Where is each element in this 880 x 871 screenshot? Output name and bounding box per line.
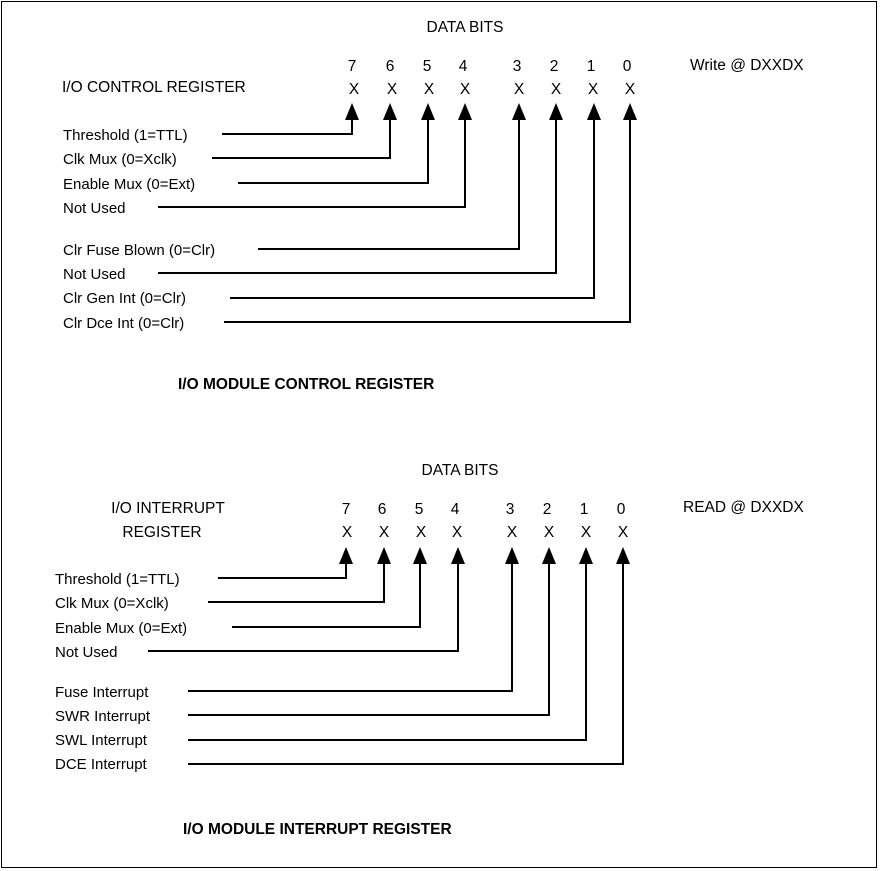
bit-number-6: 6 — [378, 501, 387, 518]
bit-number-0: 0 — [617, 501, 626, 518]
field-label-bit-2: Not Used — [63, 266, 126, 283]
leader-line-bit-0 — [188, 564, 624, 765]
access-label: Write @ DXXDX — [690, 57, 804, 74]
leader-line-bit-2 — [188, 564, 550, 716]
arrowhead-bit-4 — [458, 103, 472, 120]
field-label-bit-1: SWL Interrupt — [55, 732, 148, 749]
register-name-line-2: REGISTER — [122, 524, 201, 541]
leader-line-bit-1 — [230, 120, 595, 299]
register-name: I/O CONTROL REGISTER — [62, 79, 246, 96]
field-label-bit-4: Not Used — [63, 200, 126, 217]
arrowhead-bit-7 — [339, 547, 353, 564]
bit-number-1: 1 — [587, 58, 596, 75]
arrowhead-bit-0 — [616, 547, 630, 564]
field-label-bit-5: Enable Mux (0=Ext) — [55, 620, 187, 637]
bit-value-0: X — [625, 81, 636, 98]
arrowhead-bit-4 — [451, 547, 465, 564]
arrowhead-bit-2 — [542, 547, 556, 564]
bit-value-3: X — [507, 524, 518, 541]
field-label-bit-3: Fuse Interrupt — [55, 684, 149, 701]
bit-value-7: X — [342, 524, 353, 541]
bit-value-4: X — [452, 524, 463, 541]
leader-line-bit-6 — [208, 564, 385, 603]
leader-line-bit-0 — [224, 120, 631, 323]
data-bits-title: DATA BITS — [422, 462, 499, 479]
bit-number-5: 5 — [423, 58, 432, 75]
bit-value-1: X — [588, 81, 599, 98]
bit-number-0: 0 — [623, 58, 632, 75]
field-label-bit-0: DCE Interrupt — [55, 756, 148, 773]
bit-number-4: 4 — [459, 58, 468, 75]
bit-value-5: X — [416, 524, 427, 541]
bit-number-2: 2 — [543, 501, 552, 518]
access-label: READ @ DXXDX — [683, 499, 804, 516]
arrowhead-bit-6 — [383, 103, 397, 120]
leader-line-bit-4 — [148, 564, 459, 652]
field-label-bit-3: Clr Fuse Blown (0=Clr) — [63, 242, 215, 259]
field-label-bit-6: Clk Mux (0=Xclk) — [55, 595, 169, 612]
bit-value-5: X — [424, 81, 435, 98]
arrowhead-bit-3 — [512, 103, 526, 120]
control-register-diagram: DATA BITS I/O CONTROL REGISTER Write @ D… — [62, 19, 804, 393]
arrowhead-bit-6 — [377, 547, 391, 564]
arrowhead-bit-1 — [579, 547, 593, 564]
bit-number-5: 5 — [415, 501, 424, 518]
leader-line-bit-3 — [188, 564, 513, 692]
bit-value-4: X — [460, 81, 471, 98]
leader-line-bit-5 — [238, 120, 429, 184]
bit-number-1: 1 — [580, 501, 589, 518]
leader-line-bit-7 — [222, 120, 353, 135]
field-label-bit-0: Clr Dce Int (0=Clr) — [63, 315, 184, 332]
field-label-bit-7: Threshold (1=TTL) — [63, 127, 188, 144]
arrowhead-bit-3 — [505, 547, 519, 564]
arrowhead-bit-7 — [345, 103, 359, 120]
leader-line-bit-7 — [218, 564, 347, 579]
bit-number-7: 7 — [342, 501, 351, 518]
arrowhead-bit-0 — [623, 103, 637, 120]
bit-number-7: 7 — [348, 58, 357, 75]
leader-line-bit-2 — [158, 120, 557, 274]
field-label-bit-2: SWR Interrupt — [55, 708, 151, 725]
arrowhead-bit-5 — [421, 103, 435, 120]
leader-line-bit-4 — [158, 120, 466, 208]
field-label-bit-5: Enable Mux (0=Ext) — [63, 176, 195, 193]
diagram-caption: I/O MODULE INTERRUPT REGISTER — [183, 821, 452, 838]
bit-value-1: X — [581, 524, 592, 541]
bit-number-4: 4 — [451, 501, 460, 518]
arrowhead-bit-2 — [549, 103, 563, 120]
interrupt-register-diagram: DATA BITS I/O INTERRUPT REGISTER READ @ … — [55, 462, 804, 838]
field-label-bit-1: Clr Gen Int (0=Clr) — [63, 290, 186, 307]
leader-line-bit-1 — [188, 564, 587, 741]
bit-value-7: X — [349, 81, 360, 98]
field-label-bit-6: Clk Mux (0=Xclk) — [63, 151, 177, 168]
leader-line-bit-6 — [212, 120, 391, 159]
register-name-line-1: I/O INTERRUPT — [111, 500, 225, 517]
bit-value-2: X — [551, 81, 562, 98]
bit-value-0: X — [618, 524, 629, 541]
bit-number-3: 3 — [506, 501, 515, 518]
bit-value-3: X — [514, 81, 525, 98]
leader-line-bit-5 — [232, 564, 421, 628]
field-label-bit-4: Not Used — [55, 644, 118, 661]
arrowhead-bit-1 — [587, 103, 601, 120]
bit-value-2: X — [544, 524, 555, 541]
bit-value-6: X — [379, 524, 390, 541]
leader-line-bit-3 — [258, 120, 520, 250]
bit-number-3: 3 — [513, 58, 522, 75]
bit-number-2: 2 — [550, 58, 559, 75]
bit-number-6: 6 — [386, 58, 395, 75]
field-label-bit-7: Threshold (1=TTL) — [55, 571, 180, 588]
data-bits-title: DATA BITS — [427, 19, 504, 36]
arrowhead-bit-5 — [413, 547, 427, 564]
diagram-caption: I/O MODULE CONTROL REGISTER — [178, 376, 434, 393]
bit-value-6: X — [387, 81, 398, 98]
